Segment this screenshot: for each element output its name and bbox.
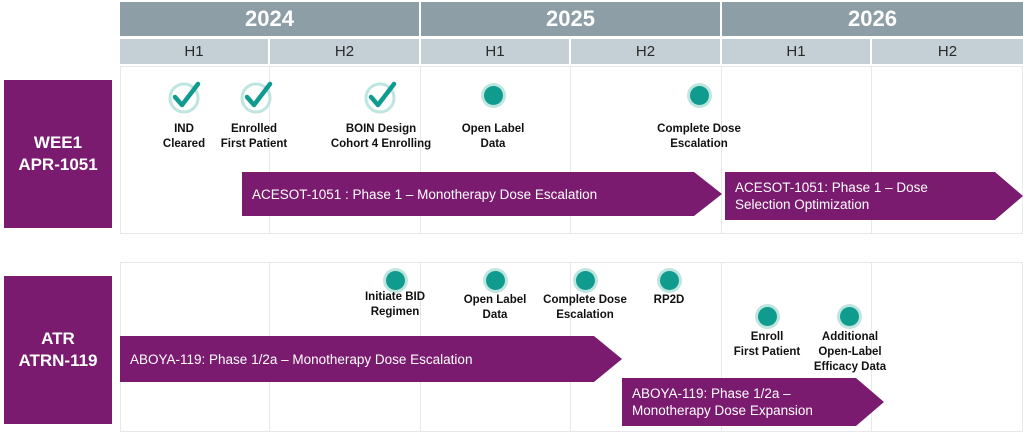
half-header-2024-h1: H1 [120, 39, 268, 64]
milestone-enroll-first-patient: Enroll First Patient [733, 331, 801, 358]
program-code: ATRN-119 [18, 351, 98, 370]
grid-line [721, 262, 722, 432]
milestone-ind-cleared: IND Cleared [162, 123, 206, 150]
program-label-wee1: WEE1 APR-1051 [4, 80, 112, 228]
phase-arrow-label: ABOYA-119: Phase 1/2a – Monotherapy Dose… [130, 351, 473, 367]
half-header-2025-h1: H1 [421, 39, 569, 64]
check-icon [364, 81, 397, 114]
half-header-2025-h2: H2 [571, 39, 720, 64]
phase-arrow-label: ACESOT-1051: Phase 1 – Dose Selection Op… [735, 180, 928, 212]
milestone-additional-efficacy-data: Additional Open-Label Efficacy Data [813, 331, 887, 373]
phase-arrow-dose-escalation: ACESOT-1051 : Phase 1 – Monotherapy Dose… [242, 172, 722, 216]
grid-line [871, 262, 872, 432]
program-label-atr: ATR ATRN-119 [4, 276, 112, 424]
milestone-boin-design: BOIN Design Cohort 4 Enrolling [330, 123, 432, 150]
grid-line [570, 66, 571, 234]
half-header-2026-h2: H2 [872, 39, 1023, 64]
milestone-rp2d: RP2D [653, 294, 685, 306]
milestone-dot-icon [486, 271, 505, 290]
milestone-open-label-data: Open Label Data [461, 123, 525, 150]
half-header-2026-h1: H1 [722, 39, 870, 64]
milestone-dot-icon [758, 307, 777, 326]
half-header-2024-h2: H2 [270, 39, 419, 64]
milestone-complete-dose-escalation: Complete Dose Escalation [657, 123, 741, 150]
milestone-open-label-data: Open Label Data [463, 294, 527, 321]
phase-arrow-dose-escalation: ABOYA-119: Phase 1/2a – Monotherapy Dose… [120, 336, 622, 382]
phase-arrow-dose-expansion: ABOYA-119: Phase 1/2a – Monotherapy Dose… [622, 378, 884, 426]
milestone-complete-dose-escalation: Complete Dose Escalation [543, 294, 627, 321]
milestone-initiate-bid-regimen: Initiate BID Regimen [364, 291, 426, 318]
check-icon [240, 81, 273, 114]
milestone-dot-icon [840, 307, 859, 326]
milestone-dot-icon [690, 86, 709, 105]
phase-arrow-dose-optimization: ACESOT-1051: Phase 1 – Dose Selection Op… [725, 172, 1023, 220]
grid-line [871, 66, 872, 234]
year-header-2024: 2024 [120, 2, 419, 36]
program-target: ATR [41, 329, 75, 348]
check-icon [168, 81, 201, 114]
milestone-dot-icon [386, 271, 405, 290]
milestone-enrolled-first-patient: Enrolled First Patient [220, 123, 288, 150]
phase-arrow-label: ACESOT-1051 : Phase 1 – Monotherapy Dose… [252, 186, 598, 202]
grid-line [269, 66, 270, 234]
milestone-dot-icon [576, 271, 595, 290]
year-header-2026: 2026 [722, 2, 1023, 36]
grid-line [420, 66, 421, 234]
milestone-dot-icon [660, 271, 679, 290]
milestone-dot-icon [484, 86, 503, 105]
year-header-2025: 2025 [421, 2, 720, 36]
program-code: APR-1051 [18, 155, 98, 174]
phase-arrow-label: ABOYA-119: Phase 1/2a – Monotherapy Dose… [632, 386, 813, 418]
grid-line [721, 66, 722, 234]
program-target: WEE1 [33, 133, 83, 152]
